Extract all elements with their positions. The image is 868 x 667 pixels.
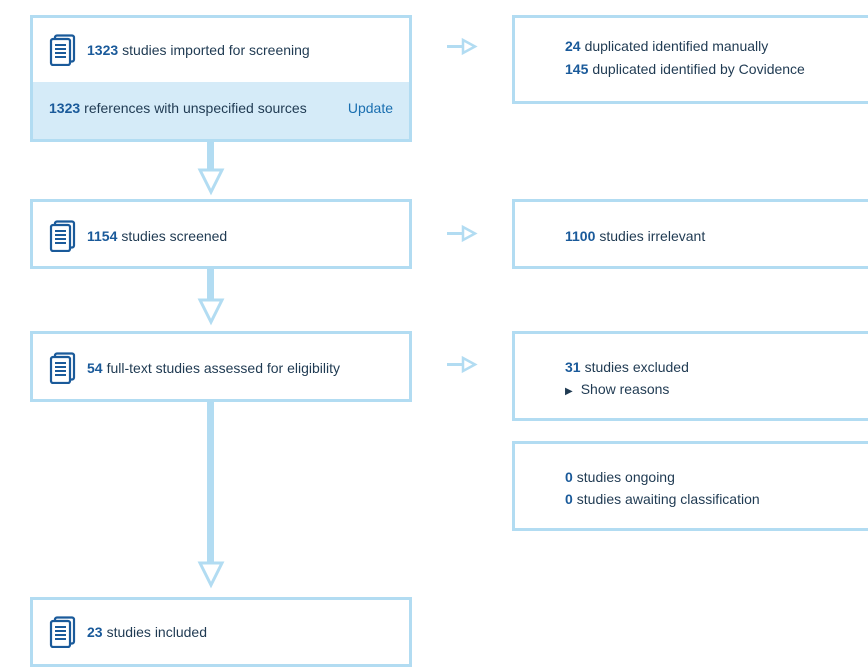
document-icon bbox=[49, 616, 76, 648]
included-label: studies included bbox=[106, 624, 207, 640]
included-count: 23 bbox=[87, 624, 103, 640]
arrow-right-icon bbox=[447, 224, 478, 243]
duplicates-manual-label: duplicated identified manually bbox=[584, 38, 769, 54]
duplicates-covidence-label: duplicated identified by Covidence bbox=[592, 61, 805, 77]
sources-label: references with unspecified sources bbox=[84, 100, 307, 116]
show-reasons-toggle[interactable]: ▶ Show reasons bbox=[565, 381, 669, 397]
arrow-right-icon bbox=[447, 355, 478, 374]
ongoing-label: studies ongoing bbox=[576, 469, 675, 485]
document-icon bbox=[49, 34, 76, 66]
awaiting-count: 0 bbox=[565, 491, 573, 507]
arrow-down-icon bbox=[197, 401, 225, 589]
imported-label: studies imported for screening bbox=[122, 42, 310, 58]
sources-count: 1323 bbox=[49, 100, 81, 116]
fulltext-count: 54 bbox=[87, 360, 103, 376]
included-box: 23 studies included bbox=[30, 597, 412, 667]
screened-label: studies screened bbox=[121, 228, 228, 244]
duplicates-manual-count: 24 bbox=[565, 38, 581, 54]
irrelevant-label: studies irrelevant bbox=[599, 228, 706, 244]
imported-count: 1323 bbox=[87, 42, 119, 58]
document-icon bbox=[49, 220, 76, 252]
screened-row: 1154 studies screened bbox=[49, 220, 399, 252]
excluded-count: 31 bbox=[565, 359, 581, 375]
screened-count: 1154 bbox=[87, 228, 118, 244]
duplicates-covidence-count: 145 bbox=[565, 61, 589, 77]
arrow-right-icon bbox=[447, 37, 478, 56]
show-reasons-label: Show reasons bbox=[580, 381, 670, 397]
ongoing-count: 0 bbox=[565, 469, 573, 485]
imported-row: 1323 studies imported for screening bbox=[49, 34, 399, 66]
arrow-down-icon bbox=[197, 142, 225, 196]
fulltext-row: 54 full-text studies assessed for eligib… bbox=[49, 352, 399, 384]
screened-box: 1154 studies screened bbox=[30, 199, 412, 269]
sources-row: 1323 references with unspecified sources… bbox=[49, 100, 397, 116]
triangle-right-icon: ▶ bbox=[565, 386, 573, 397]
irrelevant-count: 1100 bbox=[565, 228, 596, 244]
fulltext-box: 54 full-text studies assessed for eligib… bbox=[30, 331, 412, 402]
arrow-down-icon bbox=[197, 268, 225, 326]
sources-band: 1323 references with unspecified sources… bbox=[30, 82, 412, 142]
excluded-label: studies excluded bbox=[584, 359, 689, 375]
document-icon bbox=[49, 352, 76, 384]
fulltext-label: full-text studies assessed for eligibili… bbox=[106, 360, 341, 376]
included-row: 23 studies included bbox=[49, 616, 399, 648]
awaiting-label: studies awaiting classification bbox=[576, 491, 760, 507]
imported-box: 1323 studies imported for screening bbox=[30, 15, 412, 85]
update-link[interactable]: Update bbox=[347, 100, 393, 116]
